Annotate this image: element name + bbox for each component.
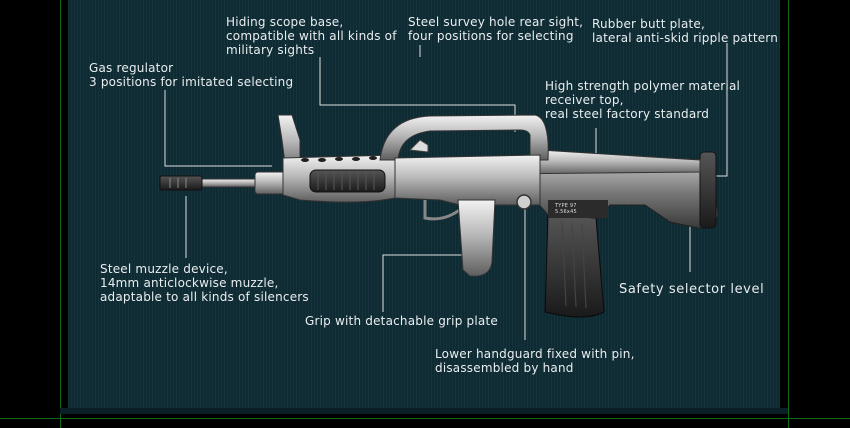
handguard-ribs: [317, 172, 375, 190]
callout-safety: Safety selector level: [619, 282, 765, 297]
carry-handle: [379, 114, 549, 161]
callout-butt-plate: Rubber butt plate, lateral anti-skid rip…: [592, 17, 779, 45]
callout-rear-sight: Steel survey hole rear sight, four posit…: [408, 15, 584, 43]
callout-gas-regulator: Gas regulator 3 positions for imitated s…: [89, 61, 294, 89]
callout-grip: Grip with detachable grip plate: [305, 314, 498, 328]
selector-knob: [516, 194, 532, 210]
butt-plate: [699, 151, 717, 229]
callout-receiver: High strength polymer material receiver …: [545, 79, 741, 121]
marking-plate: [548, 200, 608, 218]
muzzle-slots: [169, 178, 187, 188]
receiver-marking: TYPE 97 5.56x45: [555, 203, 577, 215]
magazine-ribs: [561, 221, 587, 309]
muzzle-device: [159, 175, 203, 191]
handguard-vents: [301, 156, 377, 162]
rear-sight: [408, 139, 429, 153]
guide-line-bottom: [0, 418, 850, 419]
gas-block: [254, 171, 286, 195]
panel-bottom-strip: [60, 408, 788, 414]
guide-line-left: [60, 0, 61, 428]
pistol-grip: [457, 199, 496, 277]
callout-scope-base: Hiding scope base, compatible with all k…: [226, 15, 397, 57]
callout-handguard: Lower handguard fixed with pin, disassem…: [435, 347, 635, 375]
leader-gas-regulator: [164, 90, 272, 167]
callout-muzzle: Steel muzzle device, 14mm anticlockwise …: [100, 262, 309, 304]
leader-butt-plate: [712, 43, 728, 177]
leader-grip: [382, 254, 470, 312]
guide-line-right: [788, 0, 789, 428]
